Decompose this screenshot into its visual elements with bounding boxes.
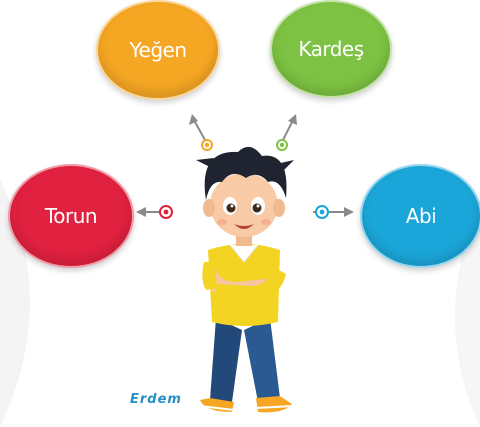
connector-kardes xyxy=(276,114,297,151)
node-kardes: Kardeş xyxy=(270,0,392,98)
connector-torun xyxy=(136,205,173,219)
node-kardes-label: Kardeş xyxy=(298,37,364,61)
connector-abi xyxy=(313,205,354,219)
node-yegen-label: Yeğen xyxy=(129,38,187,62)
character-name: Erdem xyxy=(130,392,182,407)
node-yegen: Yeğen xyxy=(96,0,220,100)
connector-yegen xyxy=(189,114,213,151)
background-swoosh-right xyxy=(455,200,480,427)
node-torun-label: Torun xyxy=(44,204,98,228)
node-torun: Torun xyxy=(8,164,134,268)
node-abi: Abi xyxy=(360,164,480,268)
node-abi-label: Abi xyxy=(405,204,437,228)
boy-illustration xyxy=(196,146,294,413)
